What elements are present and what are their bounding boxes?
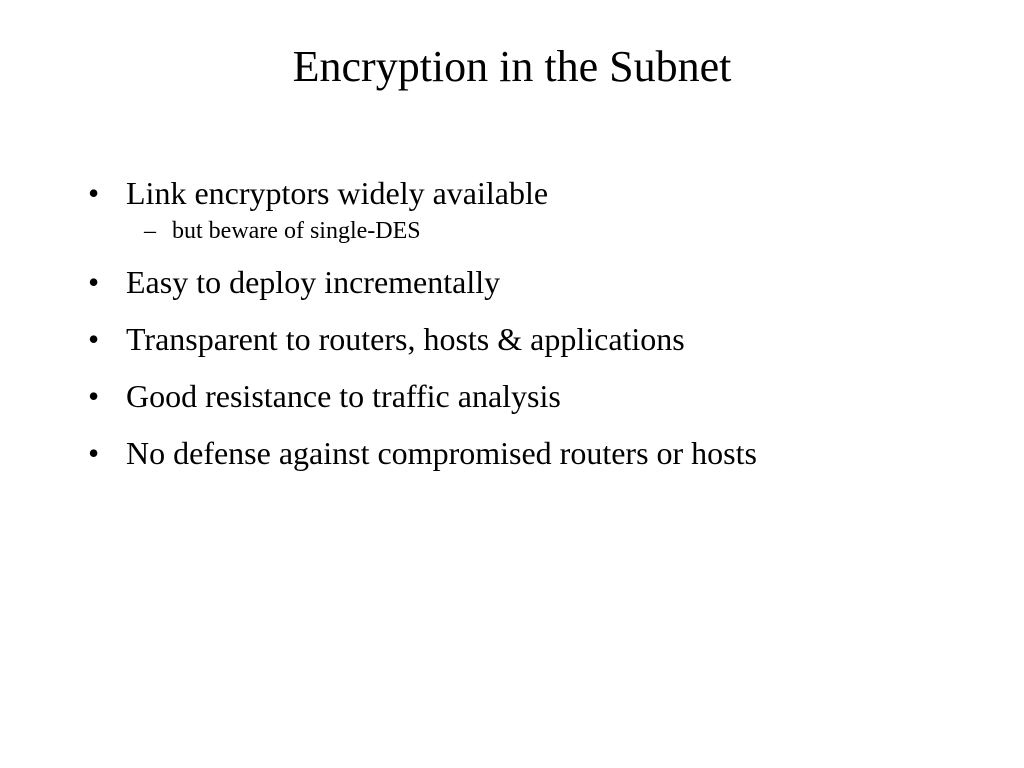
bullet-text: No defense against compromised routers o… — [126, 435, 757, 471]
bullet-item: • Easy to deploy incrementally — [86, 261, 986, 303]
bullet-text: Good resistance to traffic analysis — [126, 378, 561, 414]
bullet-text: Transparent to routers, hosts & applicat… — [126, 321, 685, 357]
bullet-marker: • — [88, 175, 100, 211]
sub-bullet-item: – but beware of single-DES — [126, 216, 986, 246]
bullet-item: • No defense against compromised routers… — [86, 432, 986, 474]
bullet-marker: • — [88, 378, 100, 414]
bullet-item: • Transparent to routers, hosts & applic… — [86, 318, 986, 360]
bullet-marker: • — [88, 264, 100, 300]
bullet-text: Easy to deploy incrementally — [126, 264, 501, 300]
sub-bullet-text: but beware of single-DES — [172, 218, 421, 244]
bullet-item: • Link encryptors widely available – but… — [86, 172, 986, 246]
slide-title: Encryption in the Subnet — [292, 42, 732, 91]
bullet-text: Link encryptors widely available — [126, 175, 549, 211]
bullet-list: • Link encryptors widely available – but… — [86, 172, 986, 489]
bullet-marker: • — [88, 435, 100, 471]
bullet-item: • Good resistance to traffic analysis — [86, 375, 986, 417]
bullet-marker: • — [88, 321, 100, 357]
sub-bullet-list: – but beware of single-DES — [126, 216, 986, 246]
sub-bullet-marker: – — [144, 218, 156, 244]
